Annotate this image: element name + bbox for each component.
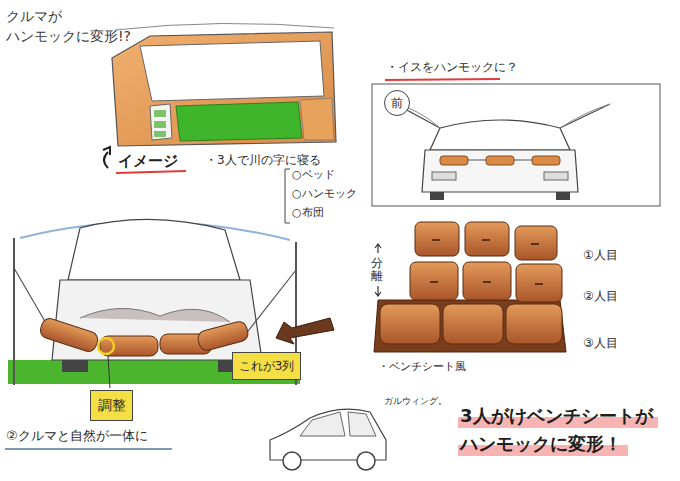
car-side-sketch [270,409,386,470]
caption-text: 3人がけベンチシートが ハンモックに変形！ [460,402,675,458]
note: ガルウィング。 [384,396,447,407]
separate-label: 分離 [371,257,383,283]
list-item: ○ベッド [292,168,335,182]
title-text: クルマが ハンモックに変形!? [6,6,146,47]
circle-marker: 前 [384,90,410,116]
seat-number: ③人目 [583,336,618,351]
seat-number: ①人目 [583,248,618,263]
note: ・3人で川の字に寝る [205,153,321,168]
bench-seat-sketch [374,222,566,352]
callout-box: 調整 [90,390,133,421]
list-item: ○布団 [292,206,324,220]
list-item: ○ハンモック [292,187,357,201]
node-text: 前 [391,95,403,112]
note: ・ベンチシート風 [378,360,466,374]
node-text: 調整 [98,397,126,415]
gullwing-front-sketch [372,79,660,206]
seat-number: ②人目 [583,289,618,304]
note: ・イスをハンモックに？ [386,60,518,75]
node-text: これが3列 [239,358,295,375]
callout-box: これが3列 [232,352,301,380]
image-label: イメージ [118,152,178,171]
concept-heading: ②クルマと自然が一体に [6,428,148,444]
hammock-car-sketch [5,219,334,449]
